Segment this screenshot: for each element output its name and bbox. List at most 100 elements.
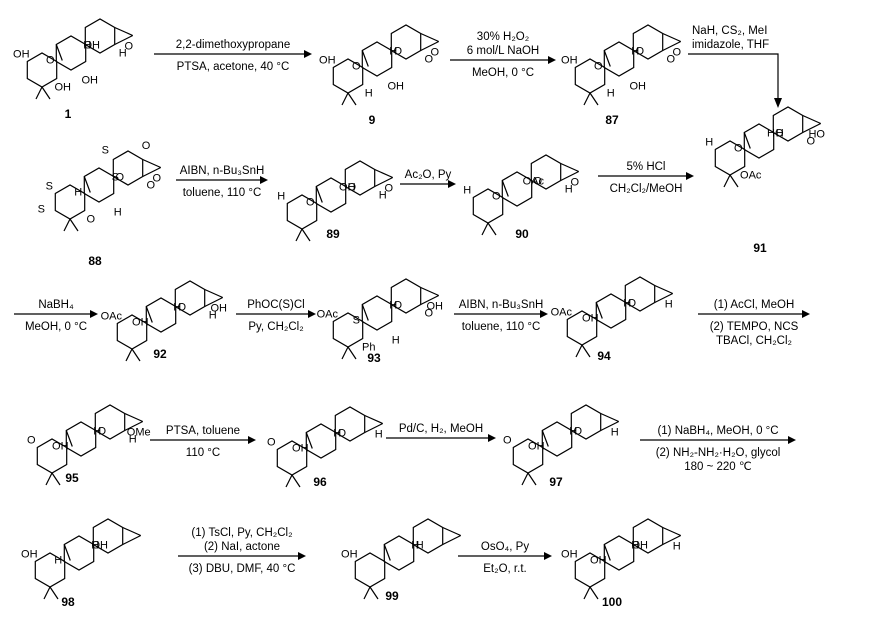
condition-below: Py, CH₂Cl₂ [248, 321, 303, 333]
methyl-bond [291, 474, 301, 488]
ring-a [332, 312, 364, 348]
methyl-bond [369, 586, 379, 600]
atom-label: O [337, 428, 346, 440]
arrow-head [298, 552, 306, 560]
ring-c [94, 404, 126, 440]
methyl-bond [49, 586, 59, 600]
ether-bond [63, 544, 71, 561]
condition-below: TBACl, CH₂Cl₂ [716, 335, 792, 347]
methyl-bond [131, 348, 141, 362]
ring-c [570, 404, 602, 440]
compound-number-94: 94 [597, 349, 611, 363]
ring-b [501, 171, 533, 207]
ether-bond [603, 544, 611, 561]
structures-layer: OHHOHOOHOHOHOHHOOOOHOHOHHOOOOHOHSSOHOOOH… [13, 18, 825, 600]
reaction-arrow-4: AIBN, n-Bu₃SnH toluene, 110 °C [176, 165, 268, 199]
atom-label: OH [210, 303, 227, 315]
atom-label: O [594, 61, 603, 73]
ring-a [54, 184, 86, 220]
atom-label: H [389, 46, 397, 58]
atom-label: OH [83, 40, 100, 52]
condition-above: 6 mol/L NaOH [467, 45, 539, 57]
atom-label: HO [767, 128, 784, 140]
condition-above: PTSA, toluene [166, 425, 240, 437]
condition-above: AIBN, n-Bu₃SnH [180, 165, 265, 177]
atom-label: O [492, 191, 501, 203]
ether-bond [145, 306, 153, 323]
atom-label: H [631, 46, 639, 58]
ring-c [112, 150, 144, 186]
methyl-bond [41, 86, 51, 100]
ring-c [632, 24, 664, 60]
ring-c [344, 160, 376, 196]
atom-label: O [393, 46, 402, 58]
ring-a [276, 440, 308, 476]
ether-bond [541, 430, 549, 447]
methyl-bond [301, 228, 311, 242]
ring-b [65, 421, 97, 457]
bridge-bond [802, 114, 821, 125]
atom-label: S [102, 145, 109, 157]
atom-label: H [54, 555, 62, 567]
atom-label: O [806, 136, 815, 148]
reaction-arrow-14: (1) TsCl, Py, CH₂Cl₂(2) NaI, actone(3) D… [178, 527, 306, 575]
atom-label: OAc [740, 170, 762, 182]
condition-above: Pd/C, H₂, MeOH [399, 423, 483, 435]
bridge-bond [662, 32, 681, 43]
arrow-head [304, 50, 312, 58]
atom-label: O [666, 54, 675, 66]
atom-label: H [392, 335, 400, 347]
condition-above: 2,2-dimethoxypropane [176, 39, 290, 51]
atom-label: OH [561, 55, 578, 67]
atom-label: OH [631, 540, 648, 552]
ring-b [83, 167, 115, 203]
ether-bond [603, 50, 611, 67]
condition-below: toluene, 110 °C [183, 187, 262, 199]
condition-above: PhOC(S)Cl [247, 299, 305, 311]
atom-label: OAc [101, 311, 123, 323]
atom-label: H [411, 540, 419, 552]
compound-number-92: 92 [153, 347, 167, 361]
compound-number-1: 1 [65, 107, 72, 121]
atom-label: OH [81, 75, 98, 87]
ring-c [632, 518, 664, 554]
bridge-bond [142, 166, 161, 178]
atom-label: S [353, 315, 360, 327]
atom-label: O [533, 176, 542, 188]
atom-label: OH [292, 443, 309, 455]
atom-label: O [635, 46, 644, 58]
methyl-bond [285, 474, 293, 488]
compound-number-95: 95 [65, 471, 79, 485]
arrow-head [788, 436, 796, 444]
methyl-bond [521, 472, 529, 486]
compound-number-93: 93 [367, 351, 381, 365]
atom-label: H [333, 428, 341, 440]
bridge-bond [600, 412, 619, 423]
atom-label: H [623, 298, 631, 310]
atom-label: H [673, 541, 681, 553]
arrow-head [260, 176, 268, 184]
bridge-bond [204, 288, 223, 299]
atom-label: O [352, 61, 361, 73]
atom-label: OH [341, 549, 358, 561]
atom-label: H [389, 300, 397, 312]
atom-label: OMe [127, 427, 151, 439]
atom-label: OH [91, 540, 108, 552]
bridge-bond [654, 284, 673, 295]
methyl-bond [295, 228, 303, 242]
condition-below: MeOH, 0 °C [25, 321, 87, 333]
atom-label: H [611, 427, 619, 439]
atom-label: O [97, 426, 106, 438]
ring-a [472, 188, 504, 224]
reaction-arrow-5: Ac₂O, Py [400, 169, 456, 188]
